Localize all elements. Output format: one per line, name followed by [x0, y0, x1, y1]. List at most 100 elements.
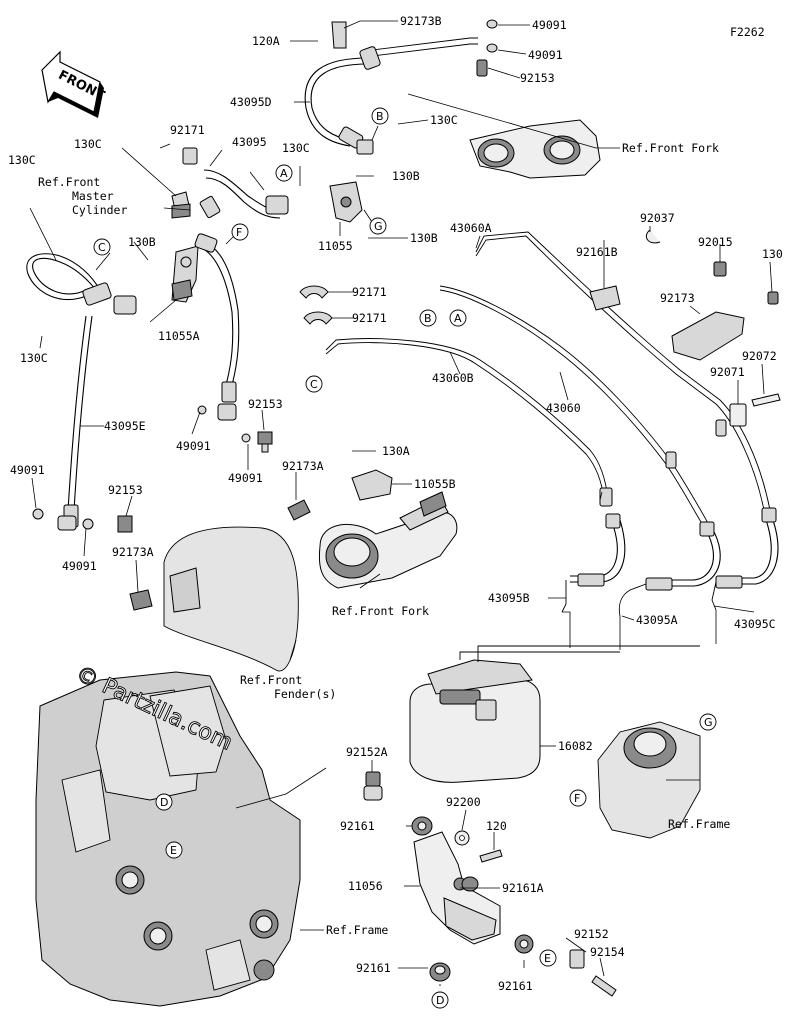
grommet-92152a: [363, 771, 383, 801]
fork-clamp-lower: [318, 469, 458, 589]
label-130c-top: 130C: [430, 113, 458, 127]
svg-text:B: B: [376, 110, 384, 123]
grommet-92161-c: [429, 962, 451, 982]
grommet-92161-b: [514, 934, 534, 954]
svg-text:E: E: [544, 952, 551, 965]
callout-d-bottom: D: [431, 991, 449, 1009]
label-49091-top2: 49091: [528, 48, 563, 62]
washer-92200: [454, 830, 470, 846]
label-92173a-a: 92173A: [112, 545, 154, 559]
collar-92152: [569, 949, 585, 969]
label-130a: 130A: [382, 444, 410, 458]
label-92171-a: 92171: [352, 285, 387, 299]
label-120: 120: [486, 819, 507, 833]
label-92161a: 92161A: [502, 881, 544, 895]
callout-b-top: B: [371, 107, 389, 125]
svg-text:E: E: [170, 844, 177, 857]
label-130b-1: 130B: [392, 169, 420, 183]
clip-92037: [645, 229, 661, 244]
front-arrow-icon: FRONT: [41, 50, 107, 118]
svg-text:B: B: [424, 312, 432, 325]
svg-text:A: A: [280, 167, 288, 180]
bracket-92173: [671, 261, 779, 361]
svg-text:G: G: [704, 716, 713, 729]
label-130b-2: 130B: [410, 231, 438, 245]
label-43060b: 43060B: [432, 371, 474, 385]
callout-g-right: G: [699, 713, 717, 731]
label-92161-a: 92161: [340, 819, 375, 833]
label-92173a-b: 92173A: [282, 459, 324, 473]
banjo-bolt-group-mid: [197, 403, 273, 453]
pipe-43060b: [325, 338, 613, 507]
label-130c-left: 130C: [74, 137, 102, 151]
label-130b-3: 130B: [128, 235, 156, 249]
front-fork-bracket-top: [469, 119, 601, 179]
label-130c-mid: 130C: [282, 141, 310, 155]
label-92153-top: 92153: [520, 71, 555, 85]
clip-92072: [751, 393, 781, 407]
junction-bracket-11055: [329, 181, 363, 223]
ref-front-fork-mid: Ref.Front Fork: [332, 604, 429, 618]
ref-master-cylinder-3: Cylinder: [72, 203, 127, 217]
master-cylinder-clamp: [171, 191, 191, 219]
clamp-92171-top: [182, 147, 198, 165]
hose-43095: [199, 169, 289, 219]
label-49091-top: 49091: [532, 18, 567, 32]
svg-text:C: C: [98, 241, 106, 254]
svg-text:G: G: [374, 220, 383, 233]
banjo-bolt-group-left: [32, 508, 133, 533]
label-130c-far: 130C: [8, 153, 36, 167]
label-92173: 92173: [660, 291, 695, 305]
label-92153-b: 92153: [248, 397, 283, 411]
ref-frame-right: Ref.Frame: [668, 817, 730, 831]
label-11056: 11056: [348, 879, 383, 893]
callout-b-mid: B: [419, 309, 437, 327]
front-fender: [163, 526, 299, 672]
label-49091-d: 49091: [228, 471, 263, 485]
callout-e-bottom: E: [539, 949, 557, 967]
clamp-92171-a: [299, 285, 329, 299]
label-92152: 92152: [574, 927, 609, 941]
label-92072: 92072: [742, 349, 777, 363]
callout-f-top: F: [231, 223, 249, 241]
label-130: 130: [762, 247, 783, 261]
label-92173b: 92173B: [400, 14, 442, 28]
label-43095d: 43095D: [230, 95, 272, 109]
svg-text:A: A: [454, 312, 462, 325]
svg-text:D: D: [436, 994, 444, 1007]
label-16082: 16082: [558, 739, 593, 753]
ref-master-cylinder-2: Master: [72, 189, 114, 203]
hose-f: [194, 233, 240, 403]
callout-f-right: F: [569, 789, 587, 807]
label-92200: 92200: [446, 795, 481, 809]
ref-front-fender-1: Ref.Front: [240, 673, 302, 687]
grommet-92161a: [461, 876, 479, 892]
callout-e-frame: E: [165, 841, 183, 859]
label-43060: 43060: [546, 401, 581, 415]
label-92152a: 92152A: [346, 745, 388, 759]
bolt-120: [479, 849, 503, 863]
hose-43095d: [304, 19, 498, 155]
hose-43095a: [618, 521, 721, 617]
clamp-92161b: [589, 285, 621, 311]
part-labels: 92173B 120A 49091 49091 92153 43095D 130…: [8, 14, 783, 993]
callout-g-top: G: [369, 217, 387, 235]
hose-43095e: [26, 253, 137, 528]
label-120a: 120A: [252, 34, 280, 48]
label-11055b: 11055B: [414, 477, 456, 491]
grommet-92161-a: [411, 816, 433, 836]
label-92015: 92015: [698, 235, 733, 249]
label-92161-c: 92161: [356, 961, 391, 975]
callout-c-left: C: [93, 238, 111, 256]
label-49091-c: 49091: [176, 439, 211, 453]
label-92153-a: 92153: [108, 483, 143, 497]
label-92037: 92037: [640, 211, 675, 225]
svg-text:D: D: [160, 796, 168, 809]
bracket-11056: [413, 831, 501, 945]
svg-text:C: C: [310, 378, 318, 391]
hose-43095b: [561, 513, 626, 613]
bolt-92154: [591, 975, 617, 997]
label-49091-b: 49091: [62, 559, 97, 573]
svg-text:F: F: [574, 792, 580, 805]
